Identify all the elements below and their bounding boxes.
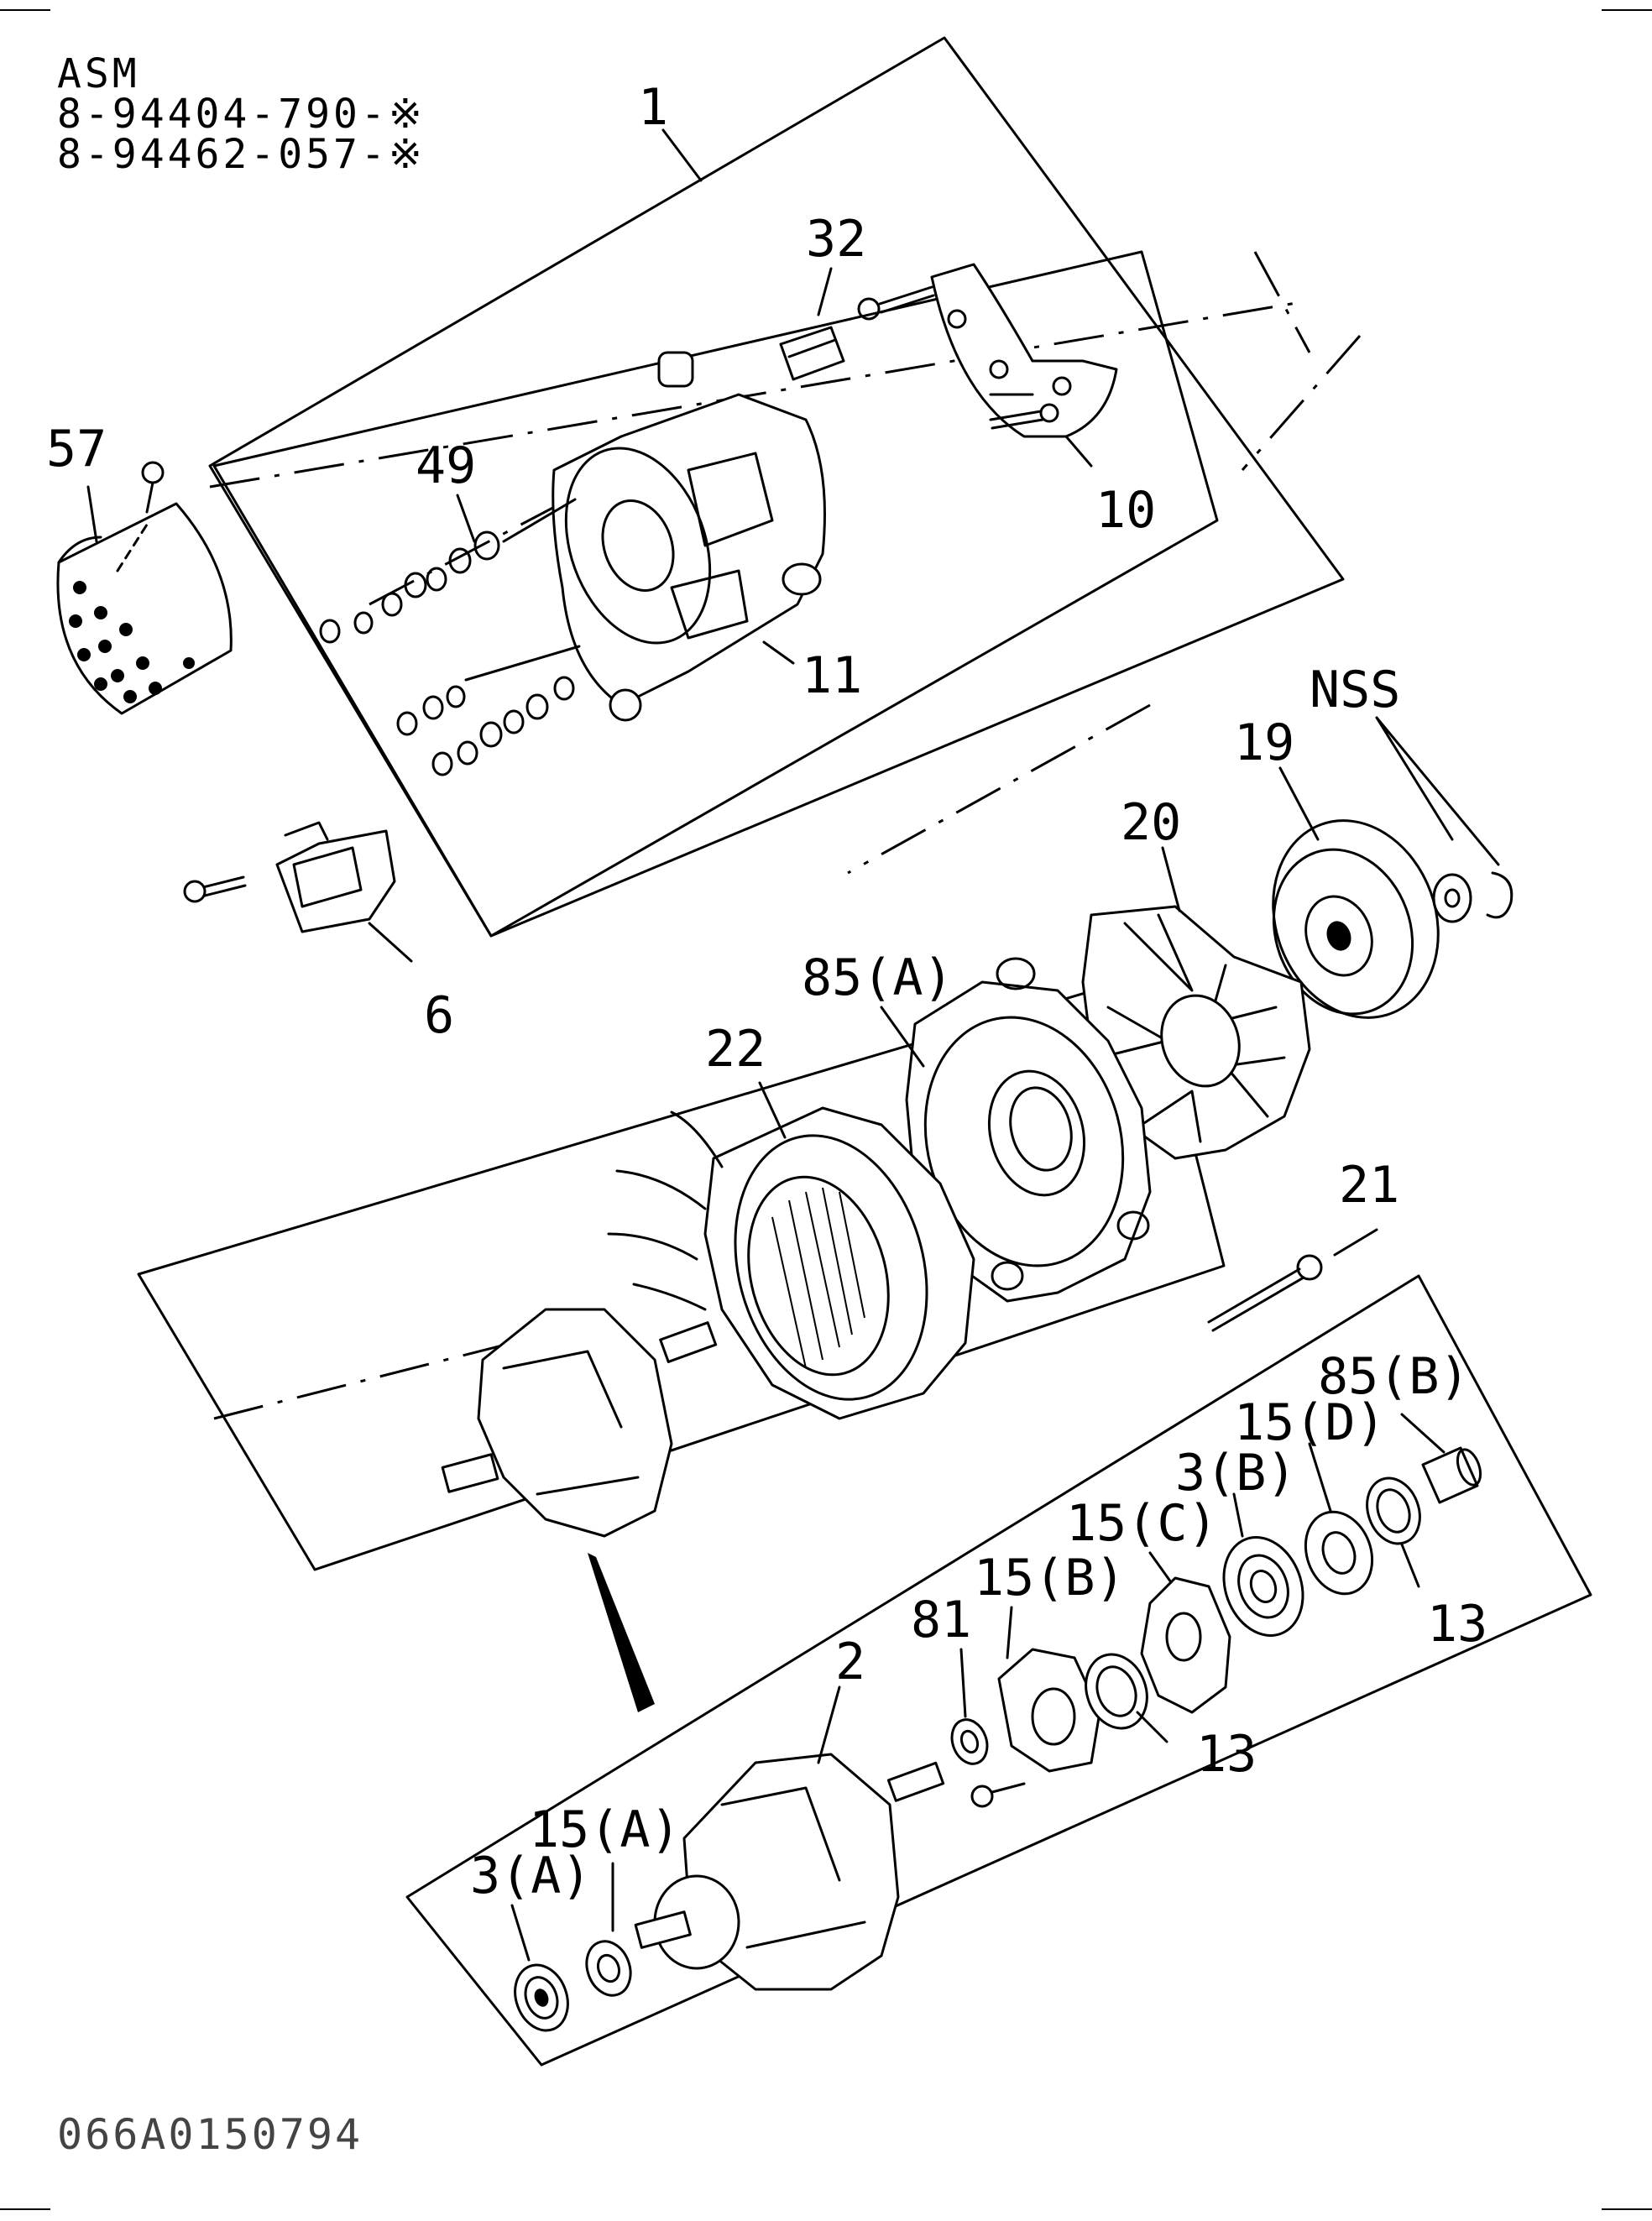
callout-15a: 15(A) (529, 1800, 681, 1859)
callout-11: 11 (802, 646, 862, 705)
bearing-3a (514, 1963, 569, 2032)
callout-20: 20 (1121, 793, 1181, 852)
callout-13-center: 13 (1196, 1725, 1257, 1784)
washer-13a (1085, 1653, 1148, 1730)
retainer-15b (970, 1648, 1101, 1808)
rotor-2 (634, 1753, 945, 1991)
callout-15b: 15(B) (974, 1549, 1126, 1607)
washer-13b (1366, 1476, 1421, 1545)
group-outline-regulator (212, 250, 1219, 938)
callout-3b: 3(B) (1175, 1444, 1297, 1502)
drawing-code: 066A0150794 (57, 2110, 363, 2159)
rear-cover-57 (56, 461, 233, 715)
callout-21: 21 (1339, 1156, 1399, 1215)
plate-15c (1140, 1576, 1231, 1714)
callout-15d: 15(D) (1234, 1393, 1386, 1452)
callout-2: 2 (835, 1633, 865, 1691)
callout-85a: 85(A) (802, 948, 954, 1007)
stator-22 (607, 1106, 975, 1420)
spacer-15a (585, 1940, 632, 1997)
part-number-2: 8-94462-057-※ (57, 131, 426, 178)
callout-3a: 3(A) (470, 1847, 592, 1905)
hardware-49 (319, 498, 581, 776)
rotor-assembly-view (441, 1308, 718, 1538)
group-outline-rotor-kit (405, 1274, 1592, 2067)
collar-85b (1421, 1446, 1482, 1504)
callout-19: 19 (1234, 713, 1294, 772)
callout-nss: NSS (1310, 661, 1400, 719)
regulator-6 (183, 821, 396, 933)
spacer-15d (1304, 1510, 1374, 1596)
group-outline-stator (137, 972, 1226, 1571)
callout-57: 57 (46, 420, 107, 478)
callout-1: 1 (638, 78, 668, 137)
through-bolt-21 (1207, 1254, 1323, 1332)
brush-holder-10 (930, 263, 1118, 438)
callout-85b: 85(B) (1318, 1347, 1470, 1406)
detail-arrow (588, 1553, 655, 1712)
callout-6: 6 (424, 986, 454, 1045)
callout-81: 81 (911, 1591, 971, 1649)
callout-49: 49 (416, 436, 476, 495)
nss-washer-nut (1432, 871, 1513, 923)
callout-13-right: 13 (1427, 1595, 1487, 1654)
rear-housing-11 (552, 351, 826, 722)
callout-labels: 1 32 57 49 10 11 6 NSS 19 20 85(A) 22 21… (46, 78, 1487, 1905)
bearing-3b (1222, 1536, 1304, 1637)
terminal-block-32 (779, 285, 935, 381)
pulley-19 (1272, 819, 1440, 1019)
ring-81 (950, 1718, 989, 1765)
fan-20 (1081, 905, 1311, 1160)
callout-22: 22 (705, 1020, 766, 1079)
crop-marks (0, 9, 1652, 2210)
leader-lines (86, 128, 1500, 1962)
callout-32: 32 (806, 210, 866, 269)
assembly-label: ASM (57, 50, 140, 97)
callout-10: 10 (1095, 481, 1156, 540)
callout-15c: 15(C) (1066, 1494, 1218, 1553)
part-number-1: 8-94404-790-※ (57, 91, 426, 138)
